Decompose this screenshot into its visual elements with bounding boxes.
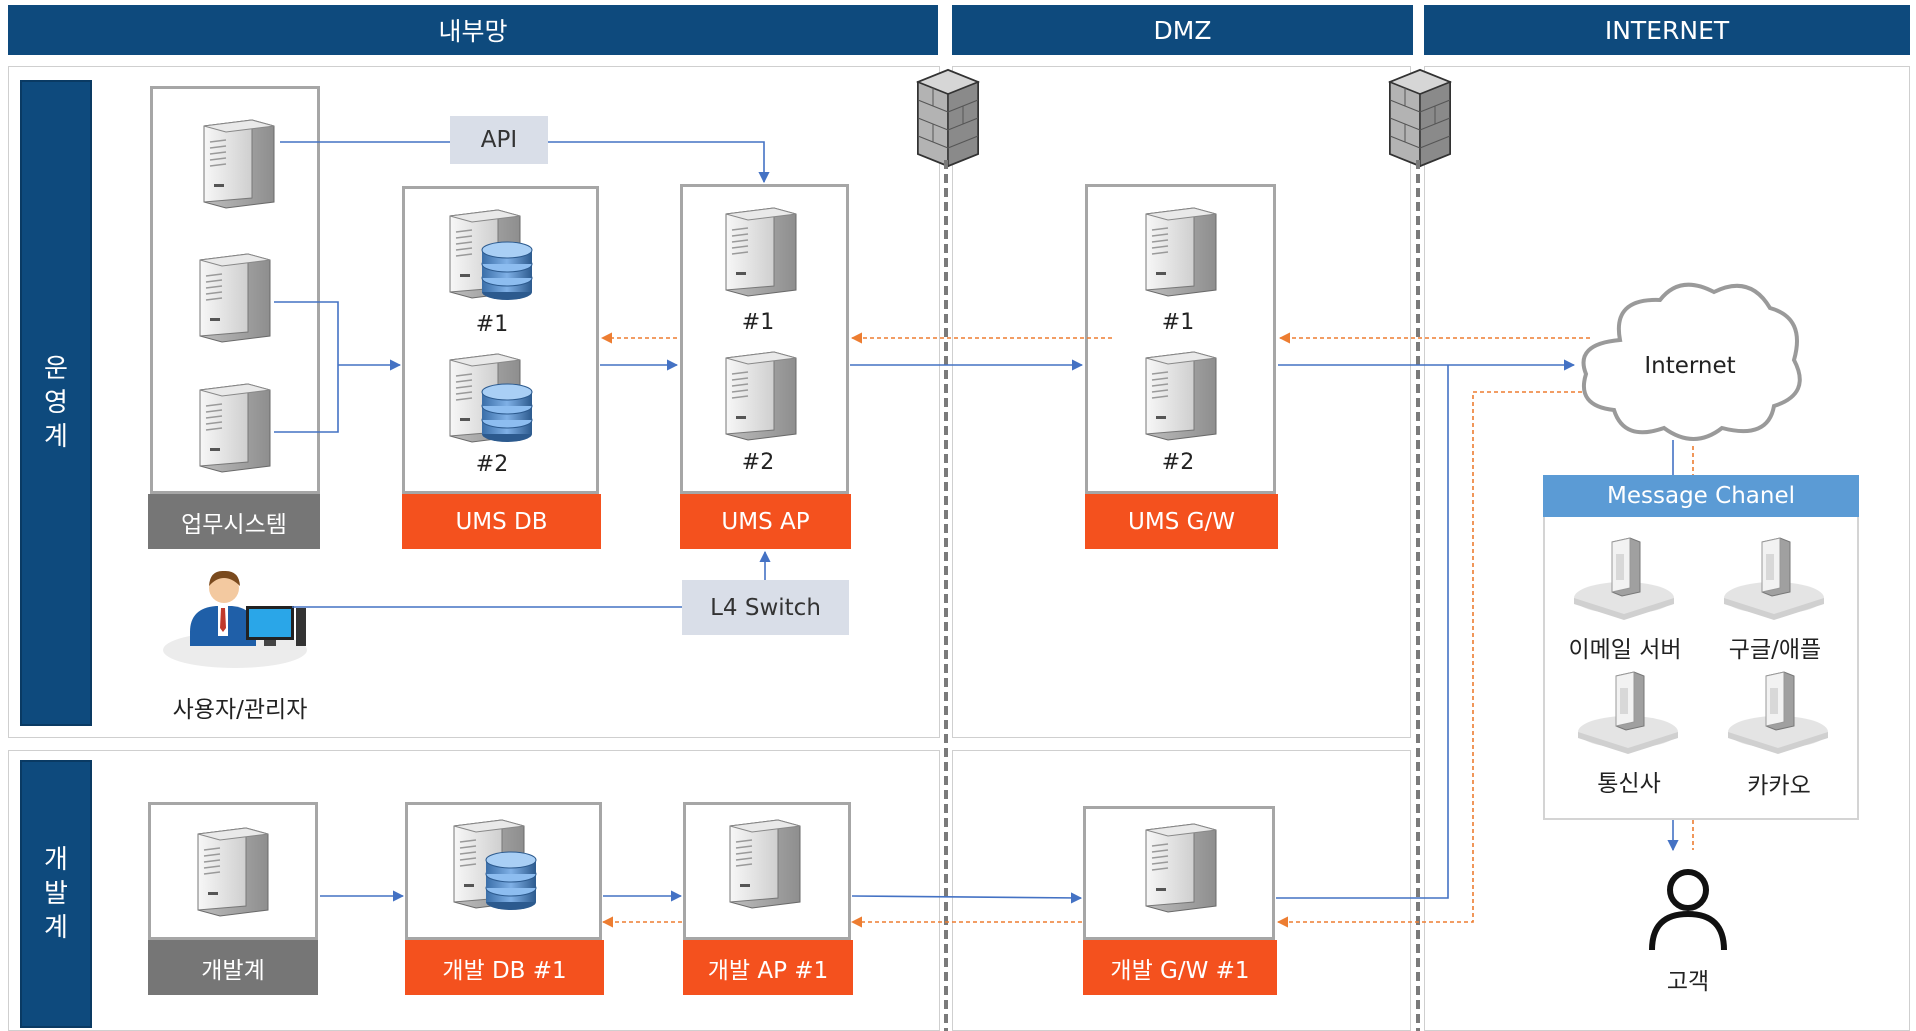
l4-switch: L4 Switch <box>682 580 849 635</box>
dev-db-label: 개발 DB #1 <box>405 940 604 995</box>
internet-cloud-icon <box>1581 282 1802 441</box>
business-system-label: 업무시스템 <box>148 494 320 549</box>
user-admin-label: 사용자/관리자 <box>172 697 308 723</box>
message-channel-box <box>1543 475 1859 820</box>
user-admin-icon <box>163 570 307 668</box>
message-channel-header: Message Chanel <box>1543 475 1859 517</box>
zone-header-dmz: DMZ <box>952 5 1413 55</box>
zone-header-internet: INTERNET <box>1424 5 1910 55</box>
api-label: API <box>450 116 548 164</box>
node-number: #1 <box>741 310 775 335</box>
node-number: #1 <box>475 312 509 337</box>
dev-system-label: 개발계 <box>148 940 318 995</box>
customer-icon <box>1649 869 1727 951</box>
row-label-operation: 운 영 계 <box>20 80 92 726</box>
dev-gw-label: 개발 G/W #1 <box>1083 940 1277 995</box>
ums-db-label: UMS DB <box>402 494 601 549</box>
node-number: #2 <box>1161 450 1195 475</box>
channel-carrier-label: 통신사 <box>1597 771 1661 797</box>
channel-kakao-label: 카카오 <box>1747 773 1811 799</box>
node-number: #1 <box>1161 310 1195 335</box>
zone-header-internal: 내부망 <box>8 5 938 55</box>
row-label-char: 계 <box>44 913 68 943</box>
node-number: #2 <box>741 450 775 475</box>
row-label-char: 발 <box>44 879 68 909</box>
dev-ap-label: 개발 AP #1 <box>683 940 853 995</box>
ums-ap-label: UMS AP <box>680 494 851 549</box>
row-label-char: 계 <box>44 422 68 452</box>
node-number: #2 <box>475 452 509 477</box>
internet-cloud-label: Internet <box>1644 353 1736 379</box>
row-label-char: 운 <box>44 354 68 384</box>
channel-google-apple-label: 구글/애플 <box>1728 637 1822 663</box>
ums-gw-label: UMS G/W <box>1085 494 1278 549</box>
row-label-char: 영 <box>44 388 68 418</box>
customer-label: 고객 <box>1666 969 1710 995</box>
row-label-development: 개 발 계 <box>20 760 92 1028</box>
row-label-char: 개 <box>44 845 68 875</box>
channel-email-label: 이메일 서버 <box>1568 637 1682 663</box>
